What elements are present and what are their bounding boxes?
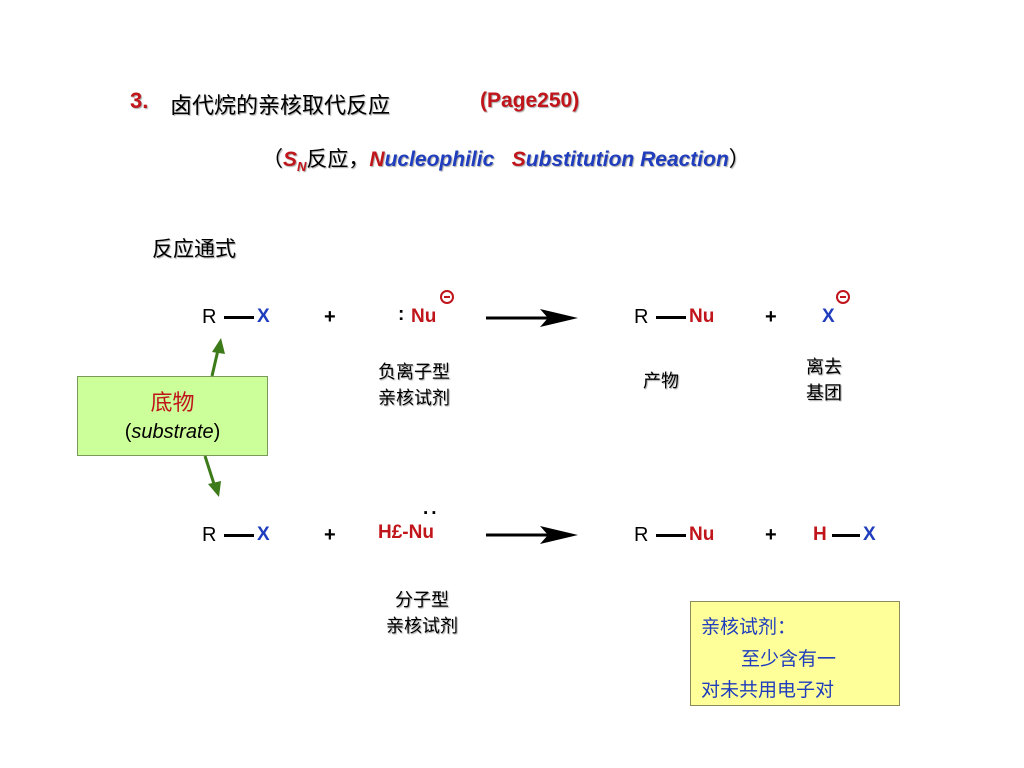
- r2-h-nu: H£-Nu: [378, 522, 434, 543]
- r1-bond: [224, 316, 254, 319]
- r1-nu: Nu: [411, 306, 437, 327]
- subtitle-reaction-cn: 反应，: [306, 147, 370, 171]
- reaction-arrow-2: [486, 526, 578, 544]
- r1-product-bond: [656, 316, 686, 319]
- note-title: 亲核试剂：: [701, 616, 797, 638]
- substrate-box: 底物 (substrate): [77, 376, 268, 456]
- substrate-close-paren: ): [213, 421, 221, 443]
- subtitle-n-initial: N: [369, 148, 385, 171]
- r1-leaving-minus-charge-icon: [836, 290, 850, 304]
- leaving-group-line1: 离去: [806, 357, 842, 378]
- subtitle: （SN反应，Nucleophilic Substitution Reaction…: [262, 143, 750, 174]
- leaving-group-line2: 基团: [806, 383, 842, 404]
- reaction-arrow-1: [486, 309, 578, 327]
- substrate-cn: 底物: [150, 391, 195, 416]
- leaving-group-label: 离去 基团: [806, 355, 842, 407]
- r1-product-r: R: [634, 306, 649, 328]
- subtitle-s-initial: S: [511, 148, 526, 171]
- anionic-nucleophile-line2: 亲核试剂: [378, 388, 450, 409]
- r1-minus-charge-icon: [440, 290, 454, 304]
- title-number: 3.: [130, 88, 149, 113]
- substrate-en: (substrate): [78, 421, 267, 444]
- note-box: 亲核试剂： 至少含有一 对未共用电子对: [690, 601, 900, 706]
- subtitle-ubstitution: ubstitution Reaction: [525, 148, 729, 171]
- subtitle-open-paren: （: [262, 147, 283, 171]
- substrate-arrow-down: [203, 455, 221, 497]
- r2-bond: [224, 534, 254, 537]
- subtitle-s: S: [283, 148, 298, 171]
- r1-nu-dots: :: [398, 304, 405, 325]
- subtitle-n-sub: N: [297, 159, 307, 175]
- title-page-ref: (Page250): [480, 89, 580, 112]
- r2-product-nu: Nu: [689, 524, 715, 545]
- r2-product-r: R: [634, 524, 649, 546]
- substrate-open-paren: (: [124, 421, 132, 443]
- r2-plus1: +: [324, 524, 336, 546]
- r2-h: H: [813, 524, 827, 545]
- r2-hx-bond: [832, 534, 860, 537]
- r1-product-nu: Nu: [689, 306, 715, 327]
- r1-plus1: +: [324, 306, 336, 328]
- note-line1: 至少含有一: [741, 648, 837, 670]
- r1-r: R: [202, 306, 217, 328]
- molecular-nucleophile-line1: 分子型: [395, 590, 449, 611]
- r1-x: X: [257, 306, 270, 327]
- subtitle-ucleophilic: ucleophilic: [384, 148, 495, 171]
- product-label: 产物: [643, 371, 679, 392]
- r1-plus2: +: [765, 306, 777, 328]
- molecular-nucleophile-label: 分子型 亲核试剂: [386, 588, 458, 640]
- r2-r: R: [202, 524, 217, 546]
- page-title: 卤代烷的亲核取代反应: [170, 94, 391, 119]
- anionic-nucleophile-line1: 负离子型: [378, 362, 450, 383]
- general-formula-label: 反应通式: [152, 237, 236, 261]
- molecular-nucleophile-line2: 亲核试剂: [386, 616, 458, 637]
- substrate-arrow-up: [210, 338, 225, 377]
- r2-plus2: +: [765, 524, 777, 546]
- anionic-nucleophile-label: 负离子型 亲核试剂: [378, 360, 450, 412]
- note-line2: 对未共用电子对: [701, 679, 835, 701]
- r2-product-bond: [656, 534, 686, 537]
- r2-x2: X: [863, 524, 876, 545]
- substrate-word: substrate: [131, 421, 214, 443]
- r1-leaving-x: X: [822, 306, 835, 327]
- r2-x: X: [257, 524, 270, 545]
- r2-nu-dots: ..: [423, 498, 440, 519]
- subtitle-close-paren: ）: [728, 147, 750, 171]
